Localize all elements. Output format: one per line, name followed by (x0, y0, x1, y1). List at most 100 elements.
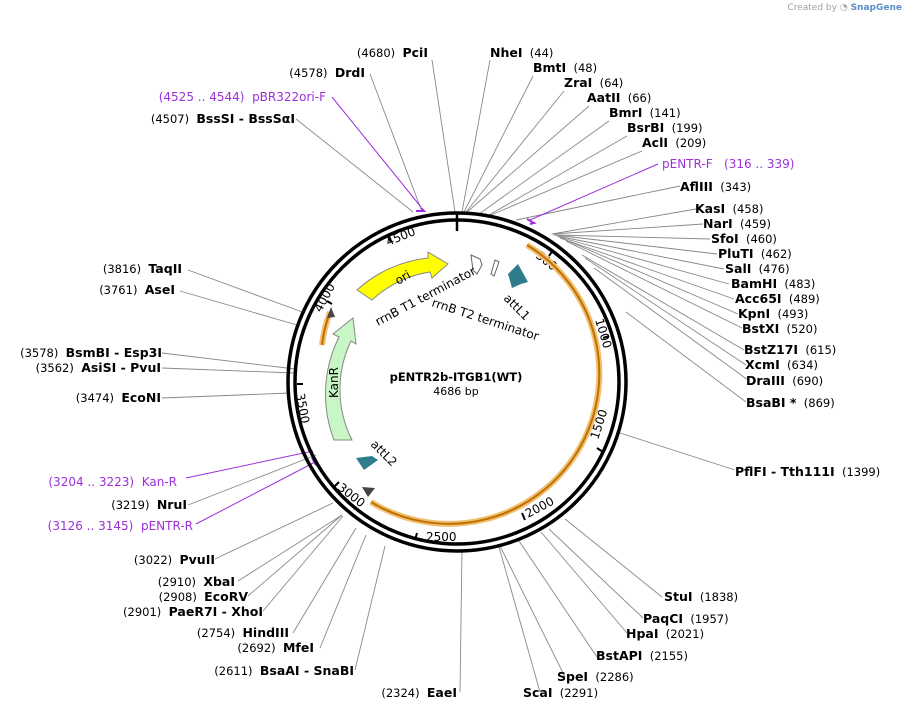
enzyme-label: (3761) AseI (99, 282, 175, 297)
enzyme-position: (462) (754, 247, 792, 261)
enzyme-position: (869) (796, 396, 834, 410)
enzyme-label: (3816) TaqII (103, 261, 182, 276)
primer-label: (3204 .. 3223) Kan-R (48, 475, 177, 489)
enzyme-label: ScaI (2291) (523, 685, 598, 700)
enzyme-label: BstZ17I (615) (744, 342, 836, 357)
enzyme-name: NheI (490, 45, 523, 60)
enzyme-position: (3761) (99, 283, 145, 297)
enzyme-name: BsrBI (627, 120, 664, 135)
itgb1-feature-halo (369, 242, 603, 527)
enzyme-position: (3578) (20, 346, 66, 360)
tick-label: 4000 (311, 281, 338, 315)
enzyme-name: EaeI (427, 685, 457, 700)
enzyme-name: PflFI - Tth111I (735, 464, 835, 479)
enzyme-label: BsrBI (199) (627, 120, 703, 135)
enzyme-name: MfeI (283, 640, 314, 655)
enzyme-label: SalI (476) (725, 261, 790, 276)
itgb1-feature-arc (370, 244, 601, 525)
primer-labels: pENTR-F (316 .. 339) (4525 .. 4544) pBR32… (48, 90, 795, 533)
enzyme-name: NruI (157, 497, 187, 512)
enzyme-name: TaqII (148, 261, 182, 276)
enzyme-position: (2611) (214, 664, 260, 678)
enzyme-position: (1838) (693, 590, 739, 604)
orange-arrowhead-icon (327, 307, 335, 318)
enzyme-label: BstXI (520) (742, 321, 817, 336)
primer-label: pENTR-F (316 .. 339) (662, 157, 794, 171)
enzyme-name: PciI (402, 45, 428, 60)
enzyme-position: (459) (733, 217, 771, 231)
enzyme-name: PvuII (179, 552, 215, 567)
attl2-feature (356, 456, 378, 470)
enzyme-label: HpaI (2021) (626, 626, 704, 641)
enzyme-name: DrdI (335, 65, 365, 80)
kanr-feature (325, 317, 357, 441)
enzyme-label: BamHI (483) (731, 276, 815, 291)
enzyme-position: (3022) (134, 553, 180, 567)
enzyme-position: (2324) (381, 686, 427, 700)
enzyme-position: (209) (668, 136, 706, 150)
enzyme-position: (458) (725, 202, 763, 216)
enzyme-label: DraIII (690) (746, 373, 823, 388)
enzyme-name: BstXI (742, 321, 779, 336)
enzyme-name: AatII (587, 90, 620, 105)
rrnb-t1-terminator-icon (470, 254, 483, 275)
enzyme-label: KasI (458) (695, 201, 763, 216)
enzyme-name: BmtI (533, 60, 566, 75)
primer-label: (4525 .. 4544) pBR322ori-F (159, 90, 326, 104)
enzyme-label: PaqCI (1957) (643, 611, 729, 626)
enzyme-name: PaeR7I - XhoI (169, 604, 263, 619)
enzyme-position: (4680) (357, 46, 403, 60)
ori-feature (356, 251, 449, 301)
enzyme-position: (66) (620, 91, 651, 105)
enzyme-position: (3474) (76, 391, 122, 405)
enzyme-position: (520) (779, 322, 817, 336)
enzyme-position: (489) (782, 292, 820, 306)
credit-brand: SnapGene (850, 3, 902, 13)
enzyme-name: BsmBI - Esp3I (66, 345, 162, 360)
itgb1-arrowhead-icon (362, 487, 375, 497)
enzyme-label: (2611) BsaAI - SnaBI (214, 663, 354, 678)
enzyme-position: (3816) (103, 262, 149, 276)
enzyme-label: (2324) EaeI (381, 685, 457, 700)
enzyme-label: (2754) HindIII (197, 625, 289, 640)
enzyme-label: AclI (209) (642, 135, 706, 150)
enzyme-label: SfoI (460) (711, 231, 777, 246)
enzyme-position: (2155) (642, 649, 688, 663)
enzyme-position: (4578) (289, 66, 335, 80)
enzyme-name: ScaI (523, 685, 553, 700)
enzyme-position: (2286) (588, 670, 634, 684)
plasmid-length: 4686 bp (433, 385, 478, 398)
enzyme-name: EcoNI (121, 390, 161, 405)
enzyme-name: SpeI (557, 669, 588, 684)
enzyme-label: NarI (459) (703, 216, 771, 231)
enzyme-label: (2908) EcoRV (159, 589, 249, 604)
enzyme-label: (2910) XbaI (158, 574, 235, 589)
enzyme-name: ZraI (564, 75, 592, 90)
enzyme-label: (3474) EcoNI (76, 390, 161, 405)
enzyme-position: (615) (798, 343, 836, 357)
enzyme-name: BamHI (731, 276, 777, 291)
enzyme-position: (476) (751, 262, 789, 276)
primer-label: (3126 .. 3145) pENTR-R (48, 519, 193, 533)
enzyme-label: SpeI (2286) (557, 669, 634, 684)
enzyme-label: (3562) AsiSI - PvuI (36, 360, 161, 375)
enzyme-position: (343) (713, 180, 751, 194)
enzyme-name: PaqCI (643, 611, 683, 626)
enzyme-name: BsaAI - SnaBI (260, 663, 354, 678)
enzyme-label: BsaBI * (869) (746, 395, 835, 410)
enzyme-label: (4680) PciI (357, 45, 428, 60)
enzyme-name: DraIII (746, 373, 785, 388)
enzyme-name: XcmI (745, 357, 780, 372)
enzyme-position: (634) (780, 358, 818, 372)
plasmid-name: pENTR2b-ITGB1(WT) (390, 370, 523, 384)
enzyme-label: BmrI (141) (609, 105, 681, 120)
enzyme-name: SfoI (711, 231, 739, 246)
enzyme-position: (2291) (553, 686, 599, 700)
enzyme-name: HindIII (242, 625, 289, 640)
enzyme-position: (460) (739, 232, 777, 246)
enzyme-name: KpnI (738, 306, 770, 321)
enzyme-position: (3219) (111, 498, 157, 512)
tick-label: 3500 (293, 392, 312, 425)
enzyme-position: (4507) (151, 112, 197, 126)
